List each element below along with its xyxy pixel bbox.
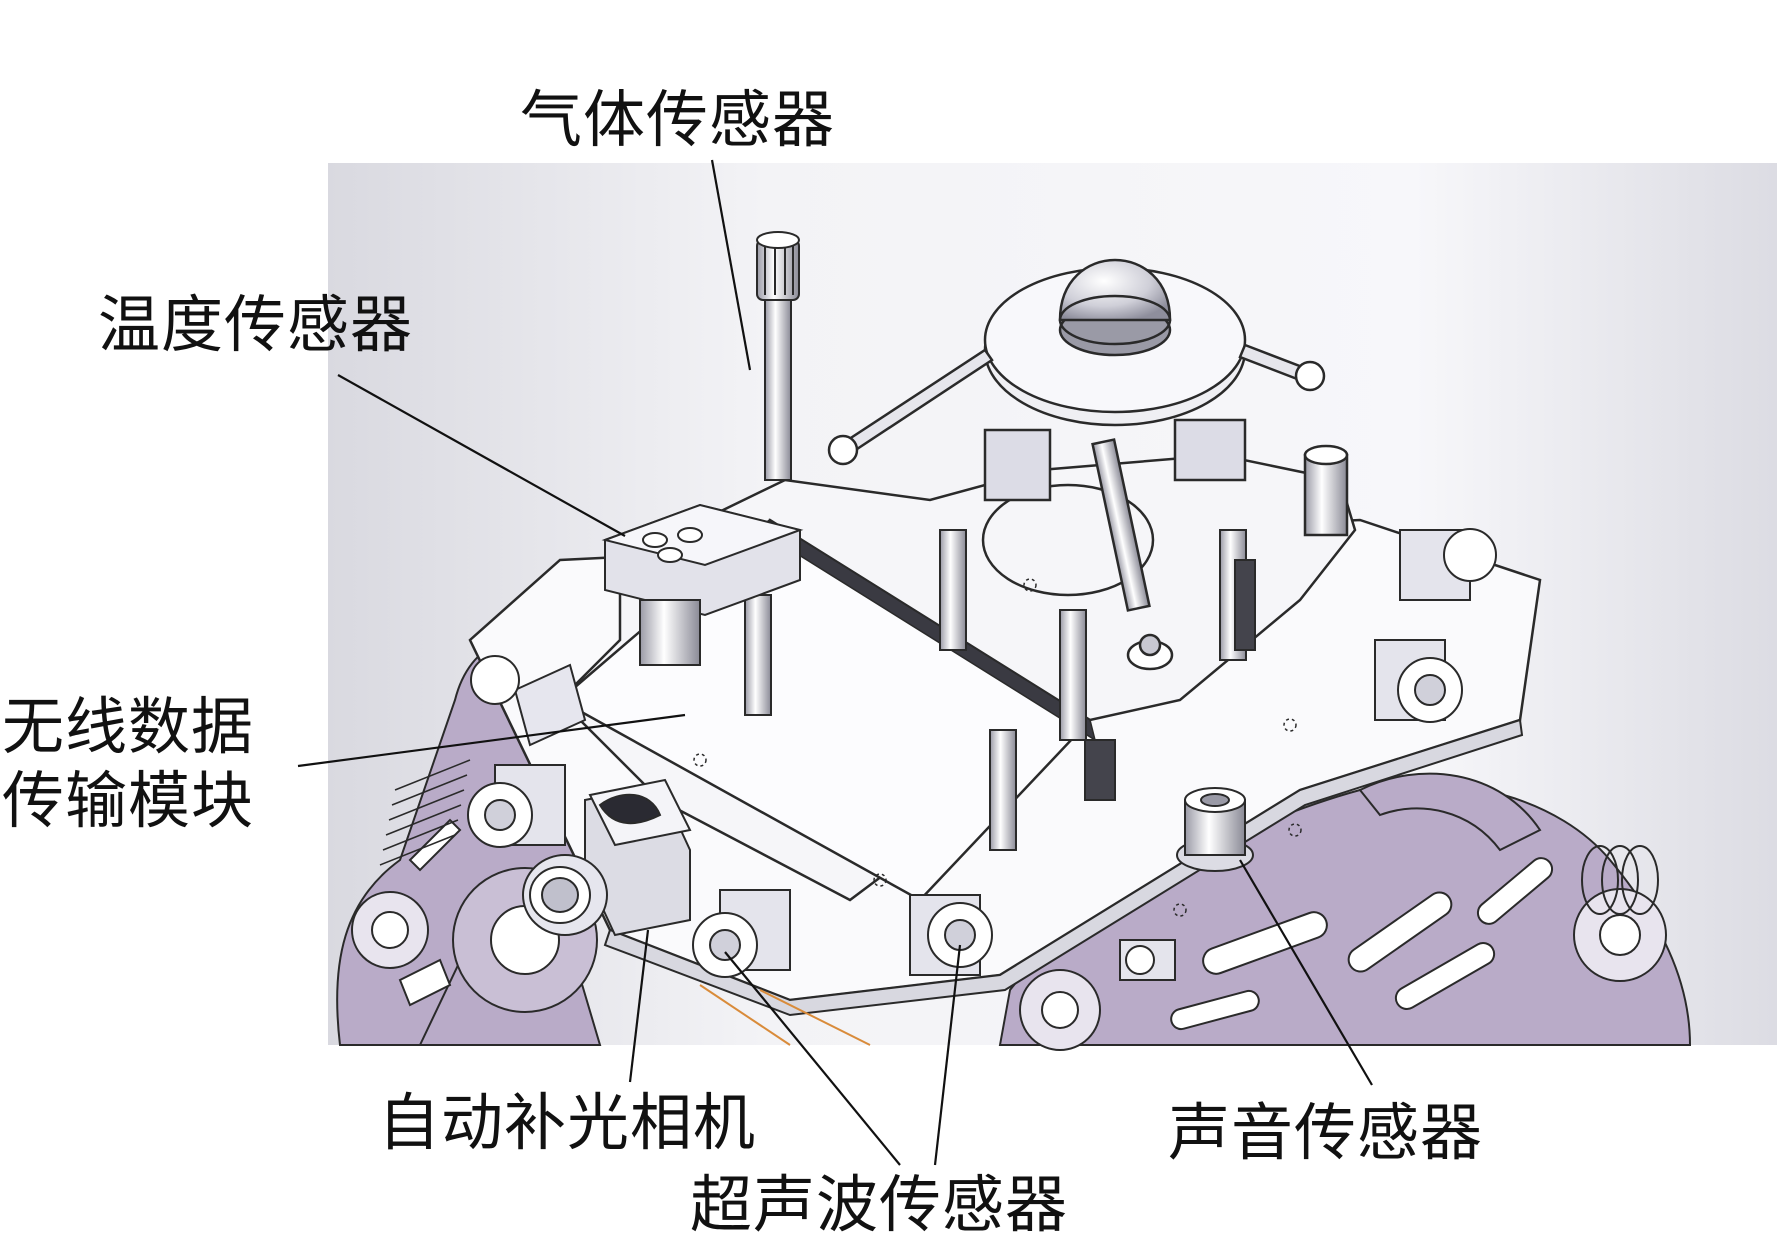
leader-ultrasonic-1 [724, 951, 901, 1166]
temperature-sensor-device [601, 503, 804, 666]
base-plate-edge [603, 718, 1524, 1017]
label-wireless-module-line2: 传输模块 [2, 764, 255, 838]
leader-gas-sensor [710, 159, 752, 371]
mounting-holes [693, 578, 1302, 917]
leader-camera [628, 929, 650, 1083]
label-sound-sensor: 声音传感器 [1168, 1096, 1484, 1169]
gas-sensor-device [756, 231, 800, 481]
standoff-posts [744, 529, 1256, 851]
label-wireless-module: 无线数据 传输模块 [2, 690, 254, 839]
connector-device [1119, 939, 1176, 981]
wireless-module-device [470, 655, 587, 747]
leader-ultrasonic-2 [933, 944, 962, 1166]
leader-temperature-sensor [337, 374, 626, 537]
rotating-top-platform [827, 258, 1349, 671]
leader-wireless-module [297, 713, 686, 768]
label-ultrasonic-sensor: 超声波传感器 [690, 1168, 1069, 1241]
leader-lines [297, 159, 1373, 1166]
wires [699, 984, 871, 1046]
label-fill-light-camera: 自动补光相机 [378, 1086, 757, 1159]
label-wireless-module-line1: 无线数据 [2, 690, 255, 763]
leader-sound-sensor [1239, 859, 1373, 1086]
fill-light-camera-device [522, 778, 692, 937]
ultrasonic-sensor-devices [467, 528, 1497, 978]
sound-sensor-device [1176, 787, 1254, 872]
label-gas-sensor: 气体传感器 [520, 83, 836, 156]
label-temperature-sensor: 温度传感器 [98, 288, 414, 361]
